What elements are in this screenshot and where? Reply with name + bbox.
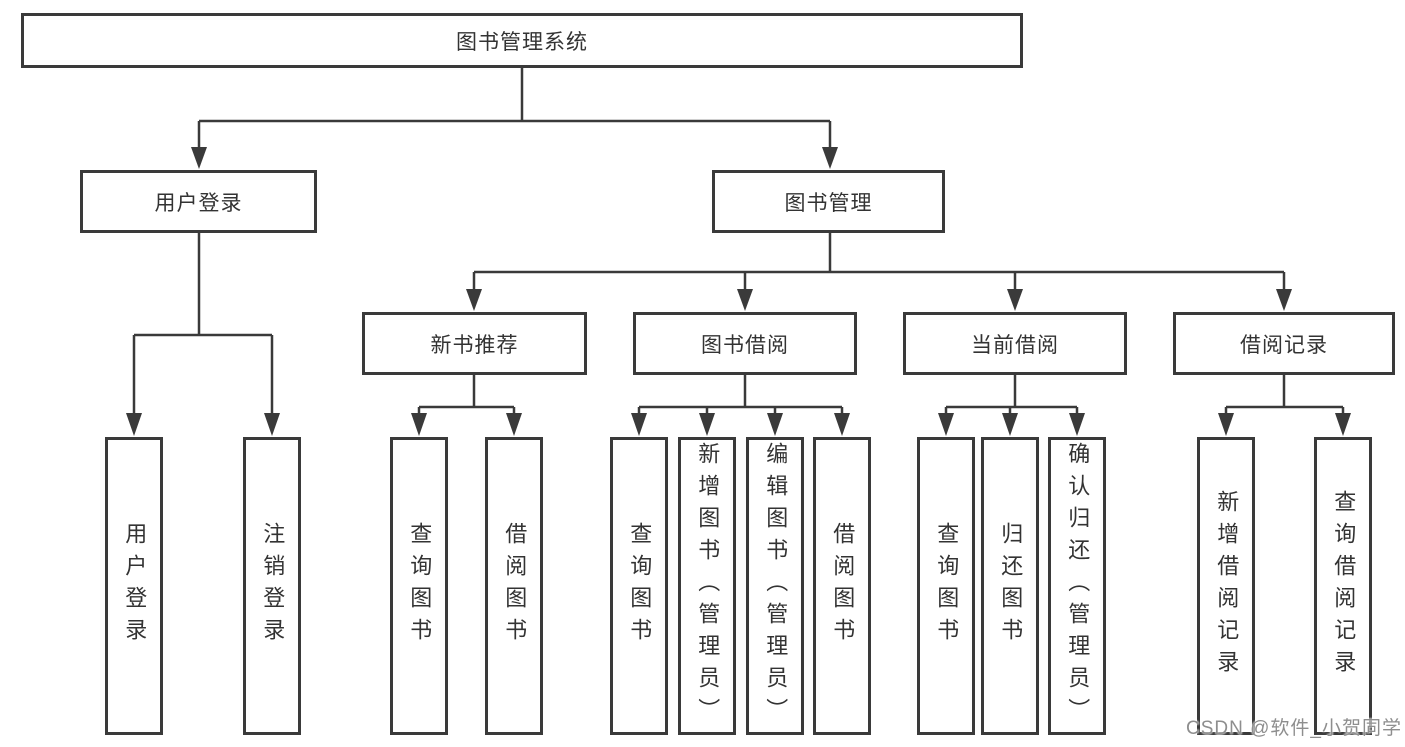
node-leaf-user-login: 用户登录 [105, 437, 163, 735]
node-root: 图书管理系统 [21, 13, 1023, 68]
node-leaf-return-books: 归还图书 [981, 437, 1039, 735]
node-leaf-query-books: 查询图书 [610, 437, 668, 735]
node-new-book-recommend: 新书推荐 [362, 312, 587, 375]
node-leaf-borrow-books-recommend: 借阅图书 [485, 437, 543, 735]
node-label: 查询图书 [407, 522, 433, 650]
node-label: 查询图书 [934, 522, 960, 650]
node-leaf-edit-books-admin: 编辑图书（管理员） [746, 437, 804, 735]
node-label: 当前借阅 [971, 333, 1059, 357]
node-current-borrow: 当前借阅 [903, 312, 1127, 375]
node-leaf-query-books-current: 查询图书 [917, 437, 975, 735]
node-book-borrow: 图书借阅 [633, 312, 857, 375]
node-label: 图书借阅 [701, 333, 789, 357]
csdn-watermark: CSDN @软件_小贺同学 [1186, 718, 1402, 739]
node-leaf-add-books-admin: 新增图书（管理员） [678, 437, 736, 735]
node-borrow-records: 借阅记录 [1173, 312, 1395, 375]
node-label: 归还图书 [998, 522, 1024, 650]
node-book-management: 图书管理 [712, 170, 945, 233]
node-user-login: 用户登录 [80, 170, 317, 233]
node-label: 图书管理 [784, 191, 873, 215]
node-label: 查询图书 [627, 522, 653, 650]
node-leaf-add-borrow-record: 新增借阅记录 [1197, 437, 1255, 735]
node-label: 新书推荐 [430, 333, 519, 357]
node-label: 新增借阅记录 [1214, 490, 1240, 682]
node-label: 新增图书（管理员） [695, 442, 721, 730]
node-leaf-borrow-books: 借阅图书 [813, 437, 871, 735]
node-leaf-query-borrow-record: 查询借阅记录 [1314, 437, 1372, 735]
node-label: 确认归还（管理员） [1065, 442, 1091, 730]
node-label: 借阅记录 [1240, 333, 1328, 357]
node-leaf-logout: 注销登录 [243, 437, 301, 735]
node-leaf-query-books-recommend: 查询图书 [390, 437, 448, 735]
node-leaf-confirm-return-admin: 确认归还（管理员） [1048, 437, 1106, 735]
node-label: 借阅图书 [502, 522, 528, 650]
node-label: 注销登录 [260, 522, 286, 650]
node-label: 查询借阅记录 [1331, 490, 1357, 682]
node-label: 借阅图书 [830, 522, 856, 650]
node-label: 用户登录 [154, 191, 243, 215]
node-label: 图书管理系统 [456, 30, 588, 54]
node-label: 编辑图书（管理员） [763, 442, 789, 730]
node-label: 用户登录 [122, 522, 148, 650]
